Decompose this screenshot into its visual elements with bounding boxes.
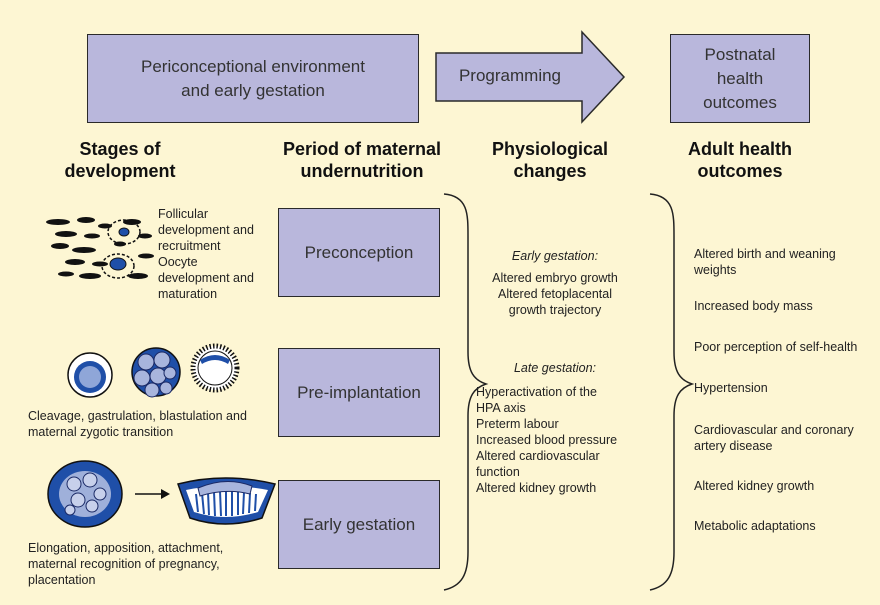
physio-late-item-1: Hyperactivation of the HPA axis [476,385,597,415]
brace-physio [649,193,695,591]
embryo-arrow-head [161,489,170,499]
embryo-illustration [47,460,123,528]
period-box-early-gestation: Early gestation [278,480,440,569]
header-period: Period of maternal undernutrition [282,139,442,181]
physio-late-item-5: Altered kidney growth [476,481,597,495]
physio-late-item-2: Preterm labour [476,417,559,431]
physio-late-item-4: Altered cardiovascular function [476,449,600,479]
header-adult: Adult health outcomes [688,139,792,181]
period-box-preimplantation: Pre-implantation [278,348,440,437]
physio-late-title: Late gestation: [513,361,596,375]
postnatal-label: Postnatal health outcomes [703,44,777,112]
elongated-embryo-illustration [177,477,277,525]
programming-label: Programming [458,66,562,85]
stage-cleavage-text: Cleavage, gastrulation, blastulation and… [28,409,247,439]
stage-follicular-text: Follicular development and recruitment O… [158,207,254,301]
adult-outcome-3: Poor perception of self-health [694,340,858,354]
adult-outcome-7: Metabolic adaptations [694,519,816,533]
physio-late-item-3: Increased blood pressure [476,433,618,447]
adult-outcome-6: Altered kidney growth [694,479,815,493]
blastocyst-illustration [190,343,240,393]
stage-elongation-text: Elongation, apposition, attachment, mate… [28,541,224,587]
periconceptional-box: Periconceptional environment and early g… [87,34,419,123]
adult-outcome-2: Increased body mass [694,299,813,313]
period-preconception-label: Preconception [304,242,414,262]
adult-outcome-4: Hypertension [694,381,768,395]
adult-outcome-5: Cardiovascular and coronary artery disea… [694,423,854,453]
period-preimplantation-label: Pre-implantation [297,382,421,402]
postnatal-box: Postnatal health outcomes [670,34,810,123]
period-early-gestation-label: Early gestation [302,514,416,534]
periconceptional-label: Periconceptional environment and early g… [141,56,365,100]
zygote-illustration [67,352,113,398]
physio-early-item-2: Altered fetoplacental growth trajectory [498,287,612,317]
period-box-preconception: Preconception [278,208,440,297]
adult-outcome-1: Altered birth and weaning weights [694,247,836,277]
brace-period [443,193,489,591]
morula-illustration [131,347,181,398]
header-stages: Stages of development [64,139,176,181]
physio-early-item-1: Altered embryo growth [492,271,618,285]
header-physio: Physiological changes [491,139,609,181]
physio-early-title: Early gestation: [511,249,599,263]
follicle-illustration [46,217,154,279]
programming-arrow [435,30,626,124]
